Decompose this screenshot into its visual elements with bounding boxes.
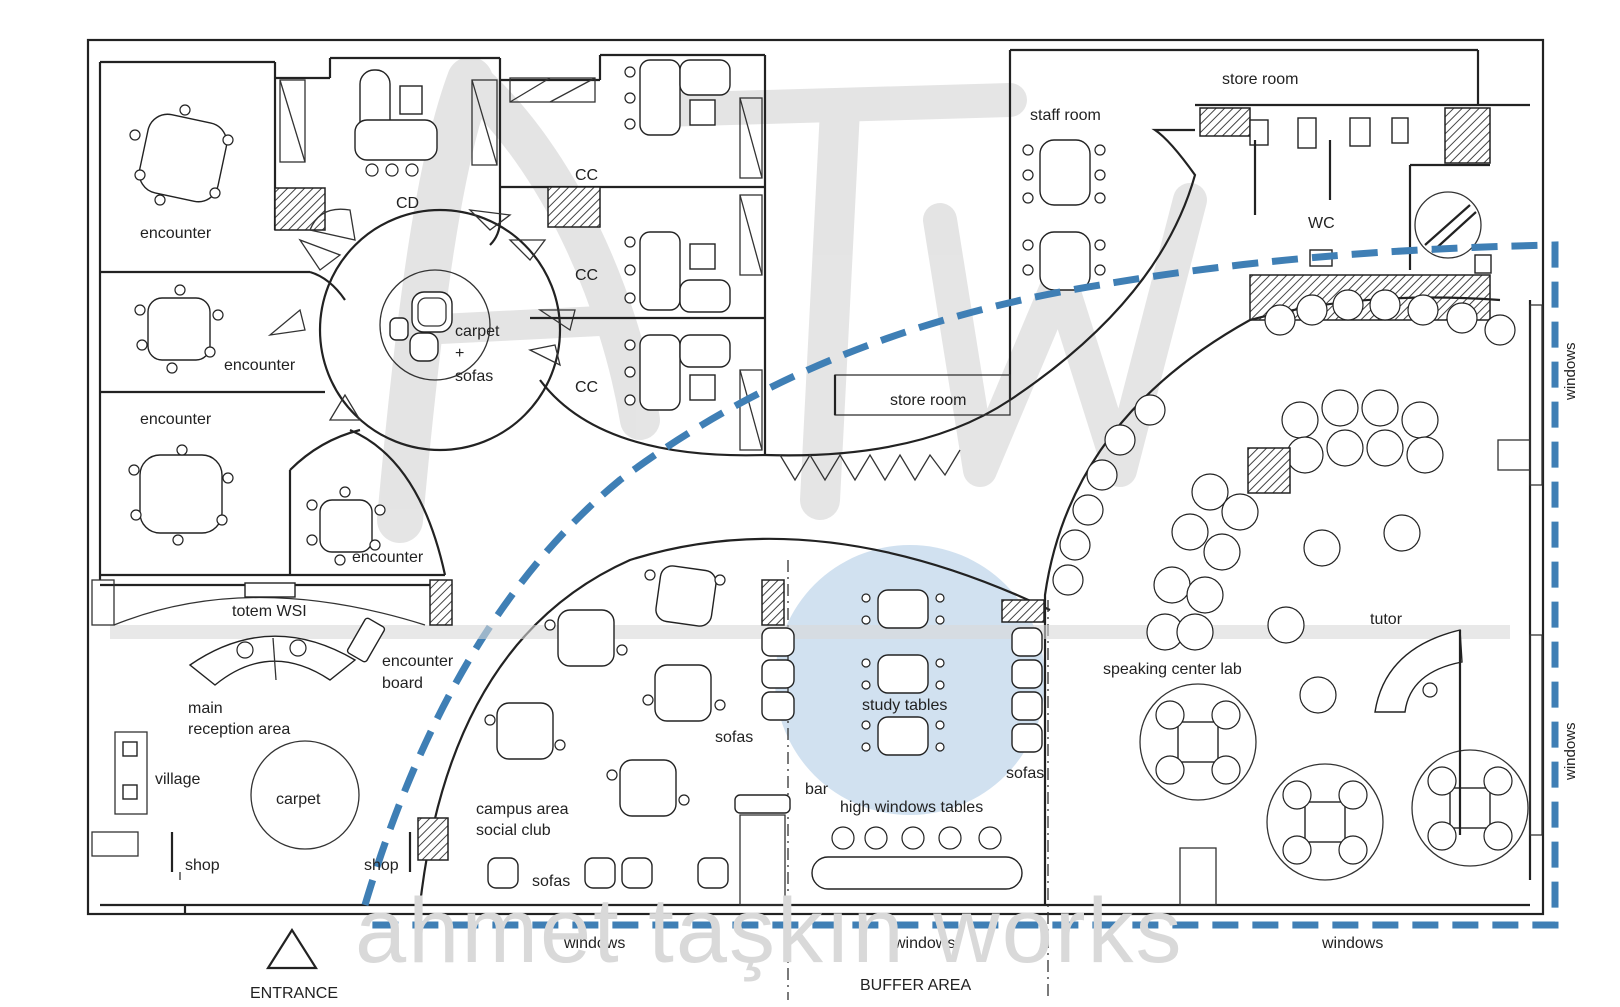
label-shop-left: shop — [185, 857, 220, 874]
label-carpet-hub-sofas: sofas — [455, 368, 493, 385]
label-cc-1: CC — [575, 167, 598, 184]
label-sofas-bottom: sofas — [532, 873, 570, 890]
label-encounter-3: encounter — [140, 411, 212, 428]
circulation-route — [361, 241, 1559, 929]
label-encounter-board: encounter — [382, 653, 454, 670]
label-shop-right: shop — [364, 857, 399, 874]
entrance-triangle — [266, 927, 318, 970]
encounter-rooms — [100, 78, 447, 577]
study-tables-group — [811, 589, 1045, 890]
label-carpet: carpet — [276, 791, 321, 808]
social-club-tables — [484, 565, 795, 906]
label-sofas-right: sofas — [1006, 765, 1044, 782]
encounter-table-1 — [129, 104, 234, 206]
label-cc-3: CC — [575, 379, 598, 396]
label-carpet-hub: carpet — [455, 323, 500, 340]
watermark-text: ahmet taşkın works — [355, 880, 1184, 982]
label-windows-bottom-right: windows — [1321, 935, 1383, 952]
label-study-tables: study tables — [862, 697, 947, 714]
encounter-table-3 — [128, 444, 234, 546]
label-main-reception: main — [188, 700, 223, 717]
label-bar: bar — [805, 781, 829, 798]
staff-room — [1009, 128, 1197, 401]
carpet-circle — [250, 740, 360, 850]
label-tutor: tutor — [1370, 611, 1403, 628]
label-windows-bottom-mid: windows — [893, 935, 955, 952]
encounter-table-4 — [306, 486, 386, 566]
label-carpet-hub-plus: + — [455, 345, 464, 362]
label-encounter-board-2: board — [382, 675, 423, 692]
cd-room — [274, 69, 502, 246]
label-wc: WC — [1308, 215, 1335, 232]
label-sofas-mid: sofas — [715, 729, 753, 746]
label-entrance: ENTRANCE — [250, 985, 338, 1002]
label-staff-room: staff room — [1030, 107, 1101, 124]
cc-offices — [500, 59, 765, 451]
label-high-windows-tables: high windows tables — [840, 799, 983, 816]
speaking-lab-seats — [1052, 289, 1529, 906]
label-encounter-4: encounter — [352, 549, 424, 566]
label-campus-area-2: social club — [476, 822, 551, 839]
label-encounter-2: encounter — [224, 357, 296, 374]
corridor-curve — [539, 374, 1011, 482]
wc-block — [1195, 103, 1492, 321]
label-cd: CD — [396, 195, 419, 212]
label-store-room-top: store room — [1222, 71, 1298, 88]
label-village: village — [155, 771, 200, 788]
right-window-strips — [1497, 304, 1543, 836]
label-windows-right-top: windows — [1562, 342, 1579, 401]
label-campus-area: campus area — [476, 801, 569, 818]
label-cc-2: CC — [575, 267, 598, 284]
label-speaking-center-lab: speaking center lab — [1103, 661, 1242, 678]
label-totem-wsi: totem WSI — [232, 603, 307, 620]
room-labels: encounter encounter encounter encounter … — [140, 71, 1579, 1002]
label-windows-right-bottom: windows — [1562, 722, 1579, 781]
label-store-room-mid: store room — [890, 392, 966, 409]
label-windows-bottom-left: windows — [563, 935, 625, 952]
reception-area — [91, 579, 453, 970]
carpet-sofas-hub — [267, 208, 576, 452]
encounter-table-2 — [134, 284, 224, 374]
label-buffer-area: BUFFER AREA — [860, 977, 971, 994]
label-main-reception-2: reception area — [188, 721, 290, 738]
label-encounter-1: encounter — [140, 225, 212, 242]
